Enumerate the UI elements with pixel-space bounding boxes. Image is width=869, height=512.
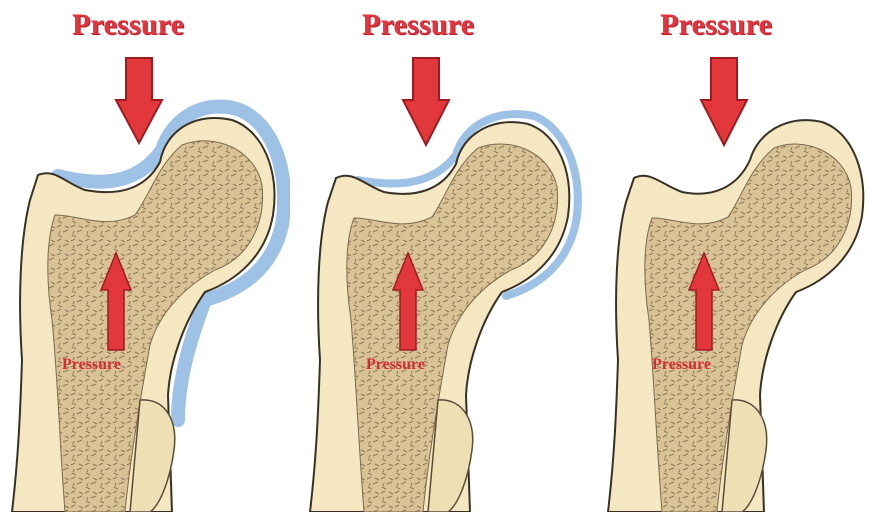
femur-panel-thick-cartilage: Pressure Pressure (0, 0, 290, 512)
pressure-label-bottom: Pressure (652, 356, 711, 374)
femur-panel-no-cartilage: Pressure Pressure (592, 0, 869, 512)
femur-panel-thin-cartilage: Pressure Pressure (296, 0, 586, 512)
pressure-label-bottom: Pressure (62, 356, 121, 374)
pressure-label-top: Pressure (660, 8, 772, 42)
pressure-label-top: Pressure (72, 8, 184, 42)
femur-illustration (592, 0, 869, 512)
pressure-label-bottom: Pressure (366, 356, 425, 374)
pressure-arrow-down (403, 58, 449, 145)
femur-illustration (296, 0, 586, 512)
femur-illustration (0, 0, 290, 512)
pressure-label-top: Pressure (362, 8, 474, 42)
pressure-arrow-down (701, 58, 747, 145)
pressure-arrow-down (116, 58, 162, 143)
